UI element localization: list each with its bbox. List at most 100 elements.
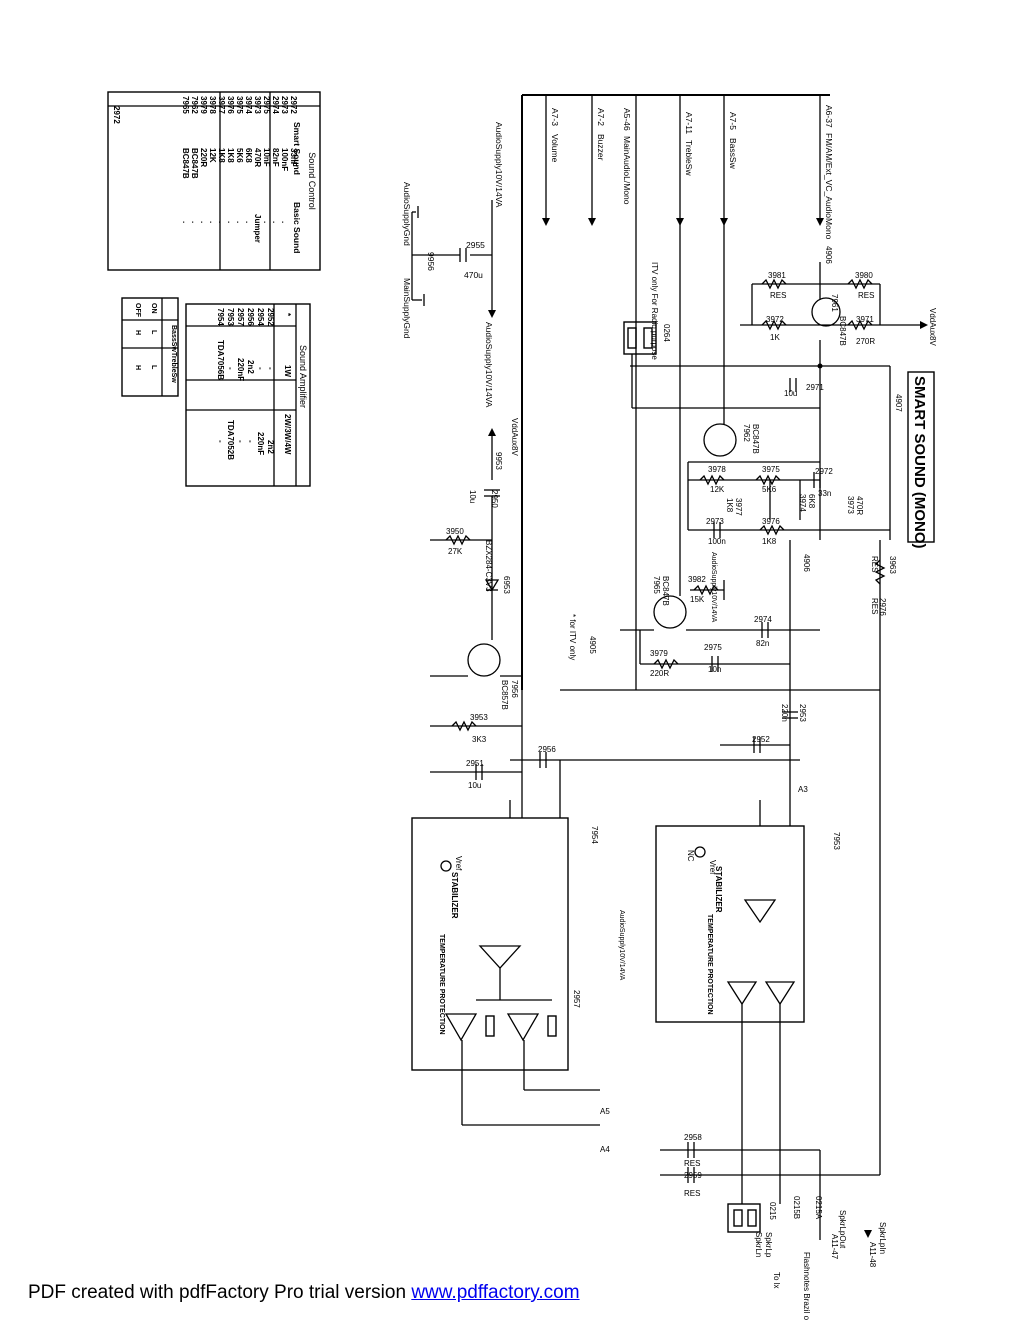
link-9956: 9956 xyxy=(426,252,436,271)
r3976-label: 3976 xyxy=(762,517,780,526)
footer-link[interactable]: www.pdffactory.com xyxy=(411,1282,580,1303)
sw-r1-c1: H xyxy=(134,330,141,335)
c2976-val: RES xyxy=(870,598,879,614)
audio-supply-gnd: AudioSupplyGnd xyxy=(402,182,412,246)
in-ref-a7-2: A7-2 xyxy=(596,108,606,126)
sa-r3-c1: 220nF xyxy=(236,358,245,381)
switch-table: BassSw TrebleSw ON L L OFF H H xyxy=(121,297,179,397)
c2973-label: 2973 xyxy=(706,517,724,526)
title-box: SMART SOUND (MONO) xyxy=(907,371,935,549)
audio-supply-section: AudioSupply10V/14VA AudioSupply10V/14VA … xyxy=(402,122,504,408)
sc-r10-c1: 220R xyxy=(199,148,208,167)
spkr-lp: SpkrLp xyxy=(764,1232,773,1258)
r3981-label: 3981 xyxy=(768,271,786,280)
sc-r2-c1: 82nF xyxy=(271,148,280,167)
sc-r3-c1: 10nF xyxy=(262,148,271,167)
c2950-label: 2950 xyxy=(490,490,499,508)
sc-r7-c2: . xyxy=(226,221,235,223)
r3979-val: 220R xyxy=(650,669,669,678)
sc-r6-c0: 3975 xyxy=(235,96,244,114)
r3950-val: 27K xyxy=(448,547,463,556)
audio-supply-label: AudioSupply10V/14VA xyxy=(494,122,504,208)
sa-r2-c0: 2956 xyxy=(246,308,255,326)
sc-r2-c0: 2974 xyxy=(271,96,280,114)
sw-h1: BassSw xyxy=(170,325,177,352)
sw-r1-c0: OFF xyxy=(134,303,141,318)
sc-r12-c2: . xyxy=(181,221,190,223)
sa-h0: * xyxy=(283,313,292,317)
sc-r1-c1: 100nF xyxy=(280,148,289,171)
sa-r1-c1: - xyxy=(256,367,265,370)
r3979-label: 3979 xyxy=(650,649,668,658)
in-name-basssw: BassSw xyxy=(728,138,738,170)
in-ref-a5-46: A5-46 xyxy=(622,108,632,131)
sc-r9-c1: 12K xyxy=(208,148,217,163)
t7961-label: 7961 xyxy=(830,294,839,312)
sa-r1-c2: 220nF xyxy=(256,432,265,455)
a5-label: A5 xyxy=(600,1107,610,1116)
sc-r8-c2: . xyxy=(217,221,226,223)
sc-r9-c2: . xyxy=(208,221,217,223)
volume-supply-section: VddAux8V 9953 2950 10u 3950 27K 6953 BZX… xyxy=(430,418,522,744)
t7962-label: 7962 xyxy=(742,424,751,442)
ic7953-temp: TEMPERATURE PROTECTION xyxy=(706,914,713,1015)
r3976-val: 1K8 xyxy=(762,537,777,546)
cap-2955-val: 470u xyxy=(464,270,483,280)
input-labels: A6-37 FM/AM/Ext_VC_AudioMono A7-5 BassSw… xyxy=(550,105,834,240)
vdd-aux-top: VddAux8V xyxy=(928,308,937,346)
t7965-type: BC847B xyxy=(661,576,670,606)
sc-r0-c1: 33nF xyxy=(289,148,298,167)
c2953-val: 220n xyxy=(780,704,789,722)
sc-r6-c2: . xyxy=(235,221,244,223)
c2974-label: 2974 xyxy=(754,615,772,624)
sc-r10-c2: . xyxy=(199,221,208,223)
r3981-val: RES xyxy=(770,291,786,300)
c2956-label: 2956 xyxy=(538,745,556,754)
r3974-val: 6K8 xyxy=(807,494,816,509)
r3953-label: 3953 xyxy=(470,713,488,722)
conn-0215: 0215 xyxy=(768,1202,777,1220)
c2973-val: 100n xyxy=(708,537,726,546)
in-ref-a6-37: A6-37 xyxy=(824,105,834,128)
ic7953-nc: NC xyxy=(686,850,695,862)
sw-r1-c2: H xyxy=(134,365,141,370)
sw-r0-c0: ON xyxy=(150,303,157,314)
sc-r9-c0: 3978 xyxy=(208,96,217,114)
r3974-label: 3974 xyxy=(798,494,807,512)
c2951-label: 2951 xyxy=(466,759,484,768)
connector-0264: 0264 ITV only For Radio purpose xyxy=(623,262,820,409)
sa-r0-c0: 2952 xyxy=(266,308,275,326)
cap-2955: 2955 xyxy=(466,240,485,250)
ic7954-stabilizer: STABILIZER xyxy=(450,872,459,919)
node-0215a: 0215A xyxy=(814,1196,823,1220)
in-name-treblesw: TrebleSw xyxy=(684,140,694,176)
sc-r12-c1: BC847B xyxy=(181,148,190,179)
r3978-val: 12K xyxy=(710,485,725,494)
r3975-label: 3975 xyxy=(762,465,780,474)
t7962-type: BC847B xyxy=(751,424,760,454)
sound-amplifier-table: Sound Amplifier * 1W 2W/3W/4W 2952 - 2n2… xyxy=(185,303,311,487)
sa-r2-c2: - xyxy=(246,440,255,443)
ic7953-stabilizer: STABILIZER xyxy=(714,866,723,913)
coupling-caps: 2951 10u 2956 2952 2953 220n xyxy=(430,680,880,800)
sw-r0-c2: L xyxy=(150,365,157,370)
node-4906-top: 4906 xyxy=(824,246,833,264)
r3980-label: 3980 xyxy=(855,271,873,280)
sound-control-header-smart: Smart Sound xyxy=(292,122,302,175)
sa-r3-c0: 2957 xyxy=(236,308,245,326)
ic7954-label: 7954 xyxy=(590,826,599,844)
stage-7965: 7965 BC847B AudioSupply10V/14VA 3982 15K… xyxy=(568,540,820,700)
spkr-lpin: SpkrLpIn xyxy=(878,1222,887,1254)
r3953-val: 3K3 xyxy=(472,735,487,744)
c2959-val: RES xyxy=(684,1189,700,1198)
sc-r3-c0: 2975 xyxy=(262,96,271,114)
sa-r4-c2: TDA7052B xyxy=(226,420,235,460)
c2974-val: 82n xyxy=(756,639,769,648)
r3980-val: RES xyxy=(858,291,874,300)
sound-control-header-basic: Basic Sound xyxy=(292,202,302,253)
pdf-footer: PDF created with pdfFactory Pro trial ve… xyxy=(28,1282,580,1304)
c2975-label: 2975 xyxy=(704,643,722,652)
r3950-label: 3950 xyxy=(446,527,464,536)
in-name-mainaudio: MainAudioL/Mono xyxy=(622,136,632,205)
